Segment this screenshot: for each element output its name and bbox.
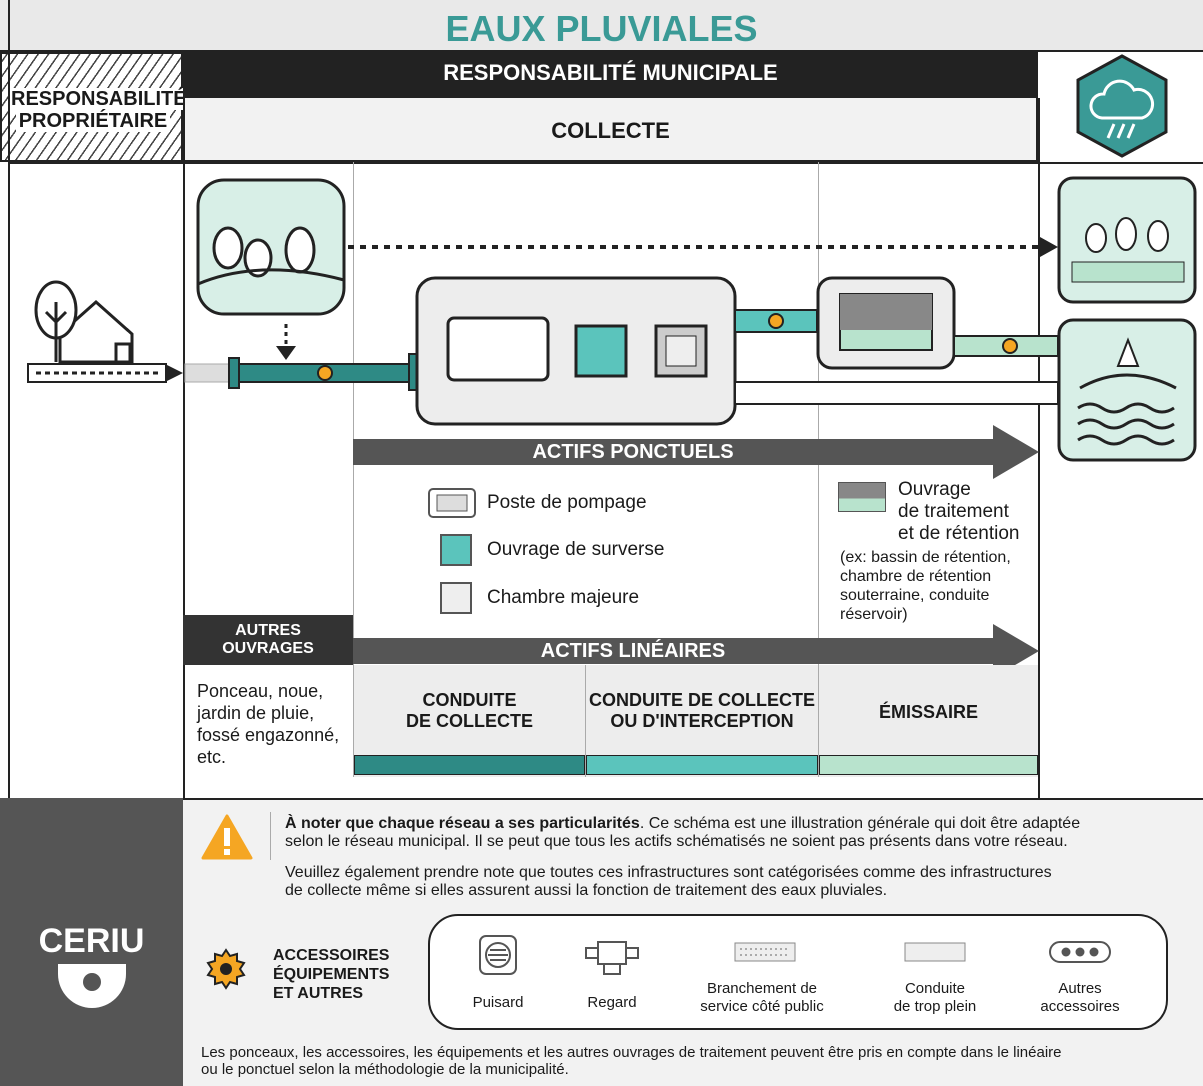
catch-basin-icon xyxy=(479,935,517,975)
treatment-examples: (ex: bassin de rétention, chambre de rét… xyxy=(840,549,1011,623)
manhole-icon xyxy=(585,941,639,975)
legend-treatment-retention: Ouvrage de traitement et de rétention xyxy=(898,479,1020,544)
column-divider-3 xyxy=(818,162,819,777)
network-diagram xyxy=(27,176,1197,462)
other-accessories-icon xyxy=(1049,941,1111,963)
gear-icon xyxy=(206,948,246,990)
service-connection-icon xyxy=(734,942,796,962)
overflow-structure-icon xyxy=(440,534,472,566)
municipal-responsibility-label: RESPONSABILITÉ MUNICIPALE xyxy=(443,60,778,85)
accessory-label-regard: Regard xyxy=(587,994,637,1011)
major-chamber-icon xyxy=(440,582,472,614)
column-divider-2b xyxy=(585,665,586,777)
legend-overflow-structure: Ouvrage de surverse xyxy=(487,539,665,560)
column-divider-3b xyxy=(818,665,819,777)
note-divider xyxy=(270,812,271,860)
treatment-retention-icon xyxy=(838,482,886,512)
lineaires-label: ACTIFS LINÉAIRES xyxy=(540,640,726,662)
accessoires-box xyxy=(428,914,1168,1030)
municipal-responsibility-bar xyxy=(183,52,1038,98)
warning-icon xyxy=(201,814,253,860)
rain-cloud-icon xyxy=(1076,54,1168,158)
legend-pumping-station: Poste de pompage xyxy=(487,492,647,513)
right-divider xyxy=(1038,98,1040,798)
overflow-pipe-icon xyxy=(904,942,966,962)
ceriu-logo-mark xyxy=(58,964,126,1008)
lineaires-arrow xyxy=(353,624,1039,678)
ceriu-sidebar xyxy=(0,798,183,1086)
swatch-conduite-interception xyxy=(586,755,818,775)
main-divider xyxy=(8,162,1203,164)
pumping-station-icon xyxy=(428,488,476,518)
accessoires-title: ACCESSOIRES ÉQUIPEMENTS ET AUTRES xyxy=(273,947,390,1002)
title-bar xyxy=(0,0,1203,52)
column-divider-1 xyxy=(353,162,354,777)
swatch-conduite-collecte xyxy=(354,755,585,775)
collecte-bar xyxy=(183,98,1038,162)
accessory-label-puisard: Puisard xyxy=(472,994,524,1011)
note-particularites: À noter que chaque réseau a ses particul… xyxy=(285,815,1081,850)
autres-ouvrages-title: AUTRES OUVRAGES xyxy=(222,622,314,657)
house-icon xyxy=(34,280,134,364)
left-border xyxy=(8,0,10,798)
ceriu-logo: CERIU xyxy=(38,922,145,960)
swatch-emissaire xyxy=(819,755,1038,775)
legend-major-chamber: Chambre majeure xyxy=(487,587,640,608)
note-categorisation: Veuillez également prendre note que tout… xyxy=(285,864,1052,899)
collecte-label: COLLECTE xyxy=(551,118,670,143)
autres-ouvrages-list: Ponceau, noue, jardin de pluie, fossé en… xyxy=(197,681,340,767)
page-title: EAUX PLUVIALES xyxy=(445,8,758,49)
footer-note: Les ponceaux, les accessoires, les équip… xyxy=(201,1044,1062,1078)
ponctuels-label: ACTIFS PONCTUELS xyxy=(532,441,734,463)
owner-divider xyxy=(183,162,185,798)
column-emissaire: ÉMISSAIRE xyxy=(878,702,979,722)
ponctuels-arrow xyxy=(353,425,1039,479)
autres-ouvrages-header xyxy=(183,615,353,665)
